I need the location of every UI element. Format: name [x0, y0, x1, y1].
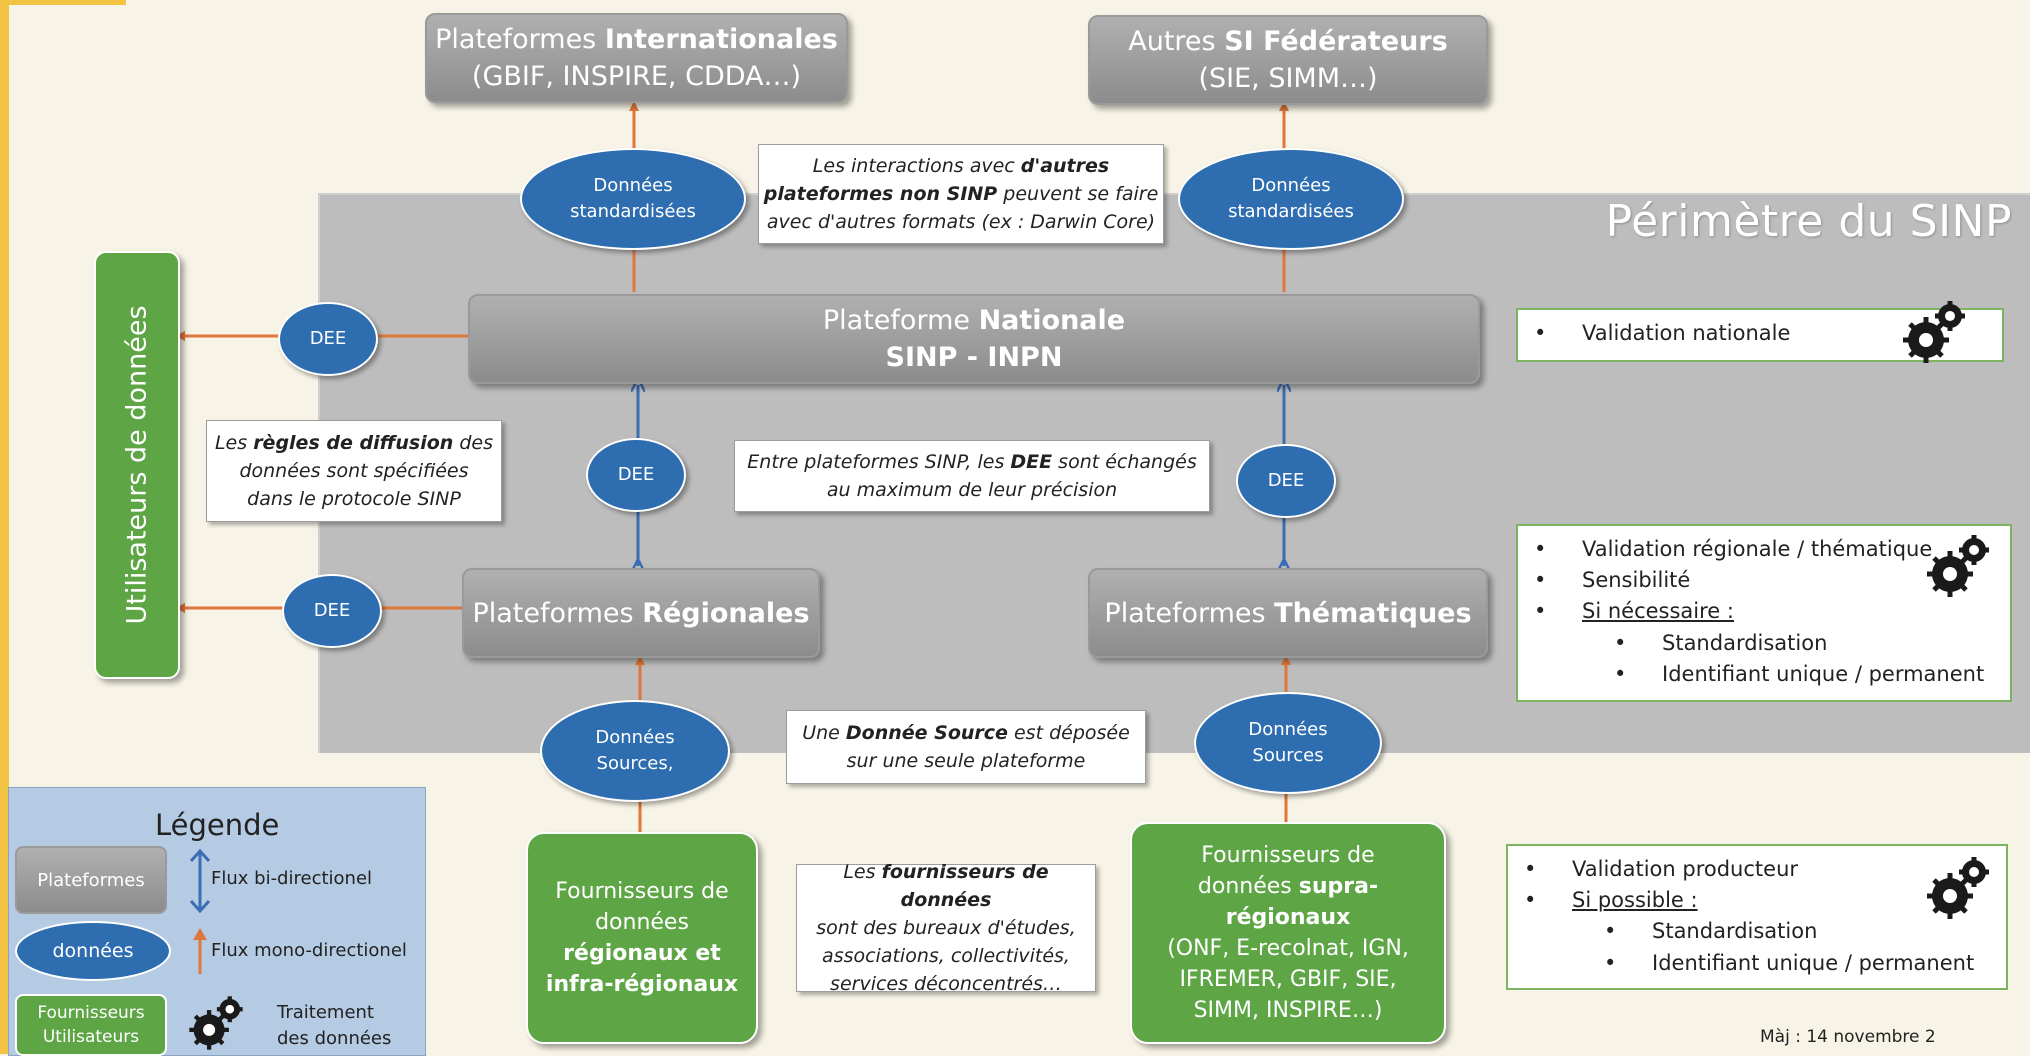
validation-national-item: •Validation nationale [1534, 321, 1791, 345]
legend-bi-arrow-icon [189, 848, 211, 914]
update-date: Màj : 14 novembre 2 [1760, 1027, 1936, 1047]
users-label: Utilisateurs de données [121, 305, 153, 625]
platform-thematiques: Plateformes Thématiques [1088, 568, 1488, 658]
users-box: Utilisateurs de données [94, 251, 180, 679]
platform-nationale: Plateforme Nationale SINP - INPN [468, 294, 1480, 384]
note-diffusion: Les règles de diffusion des données sont… [206, 420, 502, 522]
legend: Légende Plateformes données Fournisseurs… [8, 787, 426, 1056]
validation-regional-item: •Validation régionale / thématique [1534, 537, 1933, 561]
note-interactions: Les interactions avec d'autres plateform… [758, 144, 1164, 244]
platform-federateurs: Autres SI Fédérateurs (SIE, SIMM…) [1088, 15, 1488, 105]
legend-provider-swatch: Fournisseurs Utilisateurs [15, 994, 167, 1056]
provider-supra-regional: Fournisseurs de données supra- régionaux… [1130, 822, 1446, 1044]
validation-regional-subitem: •Identifiant unique / permanent [1614, 662, 1985, 686]
legend-data-swatch: données [15, 921, 171, 981]
legend-title: Légende [155, 808, 280, 842]
validation-producer-item: •Validation producteur [1524, 857, 1799, 881]
legend-platform-swatch: Plateformes [15, 846, 167, 914]
data-dee-regional-national: DEE [586, 438, 686, 512]
validation-producer-subitem: •Standardisation [1604, 919, 1818, 943]
validation-producer-item: •Si possible : [1524, 888, 1698, 912]
gear-icon [189, 996, 243, 1050]
validation-producer-subitem: •Identifiant unique / permanent [1604, 951, 1975, 975]
validation-regional-panel: •Validation régionale / thématique •Sens… [1516, 524, 2012, 702]
legend-flux-bi: Flux bi-directionel [211, 868, 373, 889]
validation-regional-subitem: •Standardisation [1614, 631, 1828, 655]
platform-internationales: Plateformes Internationales (GBIF, INSPI… [425, 13, 848, 103]
left-accent-strip [0, 0, 9, 1054]
platform-regionales: Plateformes Régionales [462, 568, 820, 658]
note-fournisseurs: Les fournisseurs de données sont des bur… [796, 861, 1096, 995]
legend-traitement-1: Traitement [277, 1002, 374, 1023]
validation-producer-panel: •Validation producteur •Si possible : •S… [1506, 844, 2008, 990]
data-dee-thematic-national: DEE [1236, 444, 1336, 518]
validation-regional-item: •Si nécessaire : [1534, 599, 1734, 623]
gear-icon [1903, 301, 1965, 363]
validation-regional-item: •Sensibilité [1534, 568, 1691, 592]
note-exchange: Entre plateformes SINP, les DEE sont éch… [734, 440, 1210, 512]
legend-flux-mono: Flux mono-directionel [211, 940, 407, 961]
legend-traitement-2: des données [277, 1028, 392, 1049]
perimeter-title: Périmètre du SINP [1605, 196, 2012, 247]
data-dee-users-bottom: DEE [282, 574, 382, 648]
data-dee-users-top: DEE [278, 302, 378, 376]
gear-icon [1927, 857, 1989, 919]
top-accent-tab [0, 0, 126, 5]
gear-icon [1927, 535, 1989, 597]
provider-regional: Fournisseurs de données régionaux et inf… [526, 832, 758, 1044]
note-source: Une Donnée Source est déposée sur une se… [786, 710, 1146, 784]
legend-mono-arrow-icon [193, 928, 207, 974]
